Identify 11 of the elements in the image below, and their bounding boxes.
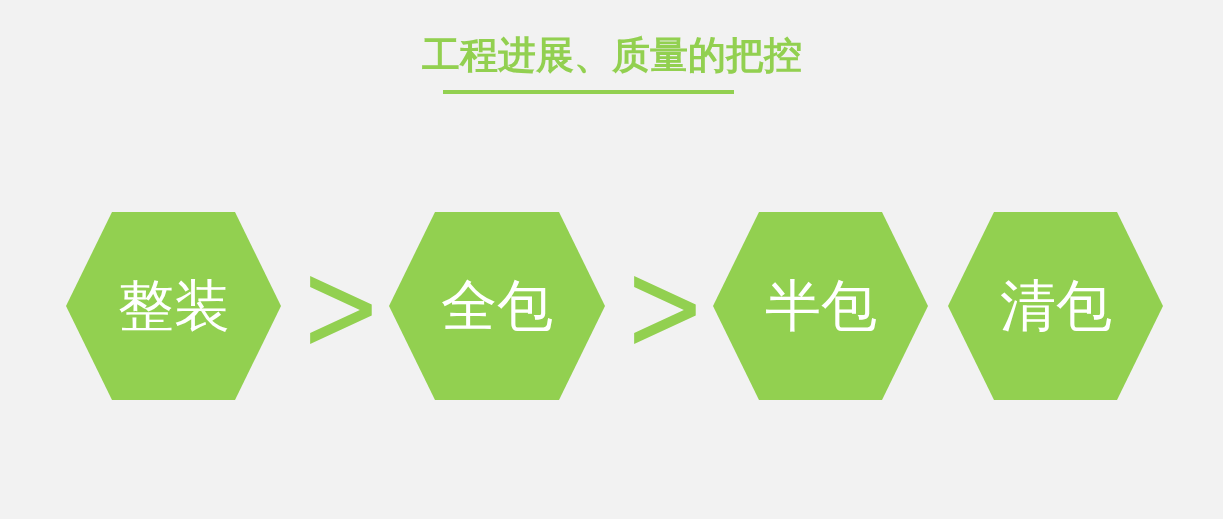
chevron-arrow [310,276,372,344]
step-label: 整装 [117,274,230,338]
hexagon [713,212,928,400]
step-label: 全包 [441,274,553,338]
hexagon [66,212,281,400]
hexagon [948,212,1163,400]
chevron-arrow [634,276,696,344]
step-label: 清包 [999,274,1112,338]
step-label: 半包 [764,274,877,338]
title: 工程进展、质量的把控 [421,33,802,78]
hexagon [389,212,605,400]
